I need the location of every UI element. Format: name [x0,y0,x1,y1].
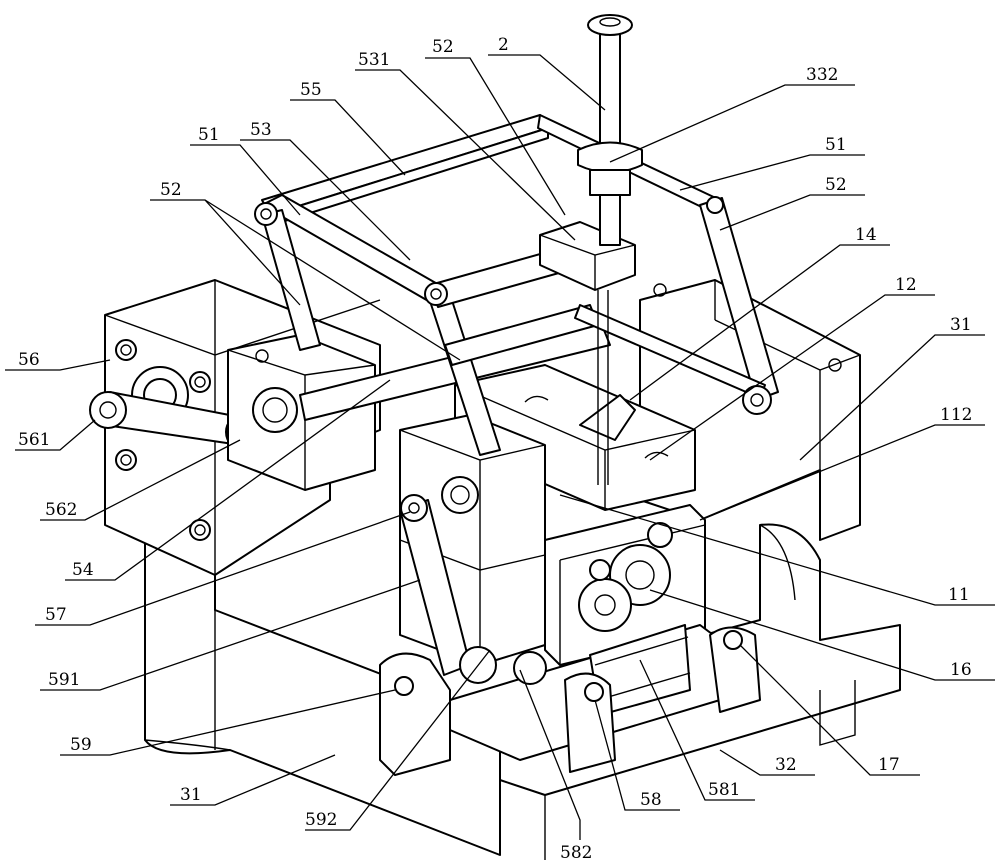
callout-11: 11 [948,585,970,605]
callout-112: 112 [940,405,972,425]
callout-53: 53 [250,120,272,140]
clevis-brackets [379,626,761,776]
callout-12: 12 [895,275,917,295]
callout-52a: 52 [432,37,454,57]
callout-59: 59 [70,735,92,755]
left-center-block [227,334,376,491]
callout-51a: 51 [198,125,220,145]
callout-561: 561 [18,430,50,450]
callout-531: 531 [358,50,390,70]
callout-54: 54 [72,560,94,580]
callout-591: 591 [48,670,80,690]
callout-56: 56 [18,350,40,370]
callout-31b: 31 [180,785,202,805]
upper-linkage [254,114,779,456]
callout-58: 58 [640,790,662,810]
callout-52b: 52 [160,180,182,200]
callout-332: 332 [806,65,838,85]
callout-55: 55 [300,80,322,100]
callout-592: 592 [305,810,337,830]
callout-31a: 31 [950,315,972,335]
lead-screw-assembly [539,14,643,485]
callout-52c: 52 [825,175,847,195]
callout-562: 562 [45,500,77,520]
leader-lines [5,54,995,840]
callout-labels: 2 332 52 531 55 53 51 52 51 52 14 12 31 … [18,35,972,863]
callout-51b: 51 [825,135,847,155]
callout-581: 581 [708,780,740,800]
callout-17: 17 [878,755,900,775]
callout-2: 2 [498,35,509,55]
callout-582: 582 [560,843,592,863]
callout-57: 57 [45,605,67,625]
callout-32: 32 [775,755,797,775]
callout-14: 14 [855,225,877,245]
callout-16: 16 [950,660,972,680]
